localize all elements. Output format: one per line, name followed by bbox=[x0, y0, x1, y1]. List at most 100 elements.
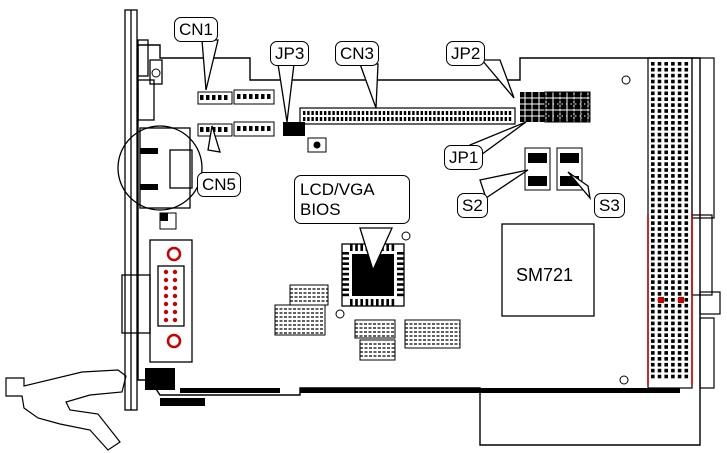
connector-pin bbox=[684, 209, 689, 214]
header-pin bbox=[206, 95, 210, 100]
connector-pin bbox=[684, 244, 689, 249]
mounting-hole bbox=[151, 68, 161, 78]
connector-pin bbox=[664, 250, 668, 255]
connector-pin bbox=[651, 168, 655, 172]
callout-jp3: JP3 bbox=[270, 41, 310, 66]
connector-pin bbox=[664, 292, 668, 296]
cn3-pin bbox=[424, 117, 428, 121]
bios-pin bbox=[397, 267, 404, 271]
header-pin bbox=[267, 126, 271, 131]
bios-pin bbox=[360, 244, 363, 251]
cn3-header bbox=[299, 107, 516, 125]
connector-pin bbox=[677, 185, 682, 190]
connector-pin bbox=[651, 357, 655, 361]
cn3-pin bbox=[303, 117, 306, 121]
cn3-pin bbox=[353, 111, 356, 115]
connector-pin bbox=[651, 292, 655, 296]
cn3-pin bbox=[492, 117, 495, 121]
cn3-pin bbox=[433, 111, 436, 115]
cn3-pin bbox=[311, 117, 314, 121]
connector-pin bbox=[671, 197, 675, 202]
connector-pin bbox=[651, 73, 655, 78]
connector-pin bbox=[657, 162, 662, 166]
bios-pin bbox=[355, 244, 358, 251]
connector-pin bbox=[671, 357, 675, 361]
connector-pin bbox=[684, 233, 689, 237]
connector-pin bbox=[684, 292, 689, 296]
connector-pin bbox=[677, 91, 682, 96]
connector-pin bbox=[671, 374, 675, 379]
connector-pin bbox=[684, 268, 689, 273]
connector-pin bbox=[684, 132, 689, 137]
connector-pin bbox=[657, 239, 662, 243]
connector-pin bbox=[651, 109, 655, 113]
connector-pin bbox=[664, 174, 668, 178]
connector-pin bbox=[657, 280, 662, 284]
connector-pin bbox=[671, 292, 675, 296]
connector-pin bbox=[684, 185, 689, 190]
connector-pin bbox=[677, 368, 682, 373]
cn3-pin bbox=[382, 117, 386, 121]
cn3-pin bbox=[412, 111, 415, 115]
header-pin bbox=[255, 94, 259, 99]
bios-pin bbox=[381, 299, 384, 306]
connector-pin bbox=[651, 185, 655, 190]
cn3-pin bbox=[441, 117, 444, 121]
connector-pin bbox=[657, 85, 662, 90]
connector-pin bbox=[671, 174, 675, 178]
jumper-table bbox=[274, 304, 326, 336]
cn3-pin bbox=[361, 117, 365, 121]
connector-pin bbox=[651, 339, 655, 343]
bios-pin bbox=[370, 299, 374, 306]
connector-pin bbox=[664, 203, 668, 208]
cn3-pin bbox=[403, 117, 407, 121]
connector-pin bbox=[671, 97, 675, 101]
connector-pin bbox=[671, 327, 675, 332]
cn3-pin bbox=[349, 111, 352, 115]
connector-pin bbox=[671, 368, 675, 373]
connector-pin bbox=[657, 362, 662, 367]
header-pin bbox=[206, 127, 210, 132]
connector-pin bbox=[651, 244, 655, 249]
connector-pin bbox=[651, 121, 655, 125]
connector-pin bbox=[671, 309, 675, 314]
header-pin bbox=[249, 94, 253, 99]
cn3-pin bbox=[487, 117, 491, 121]
connector-pin bbox=[651, 374, 655, 379]
connector-pin bbox=[684, 91, 689, 96]
connector-pin bbox=[657, 351, 662, 355]
connector-pin bbox=[677, 362, 682, 367]
header-pin bbox=[212, 95, 216, 100]
cn3-pin bbox=[462, 117, 465, 121]
connector-pin bbox=[677, 115, 682, 119]
connector-pin bbox=[677, 286, 682, 290]
cn3-pin bbox=[496, 117, 499, 121]
connector-pin bbox=[657, 374, 662, 379]
vga-pin bbox=[163, 277, 169, 283]
small-component bbox=[160, 213, 168, 221]
connector-pin bbox=[671, 321, 675, 326]
bios-pin bbox=[360, 299, 363, 306]
bios-pin bbox=[342, 262, 349, 265]
connector-pin bbox=[684, 362, 689, 367]
connector-pin bbox=[651, 150, 655, 155]
connector-pin bbox=[684, 79, 689, 84]
connector-pin bbox=[664, 333, 668, 337]
cn3-pin bbox=[324, 117, 327, 121]
cn3-pin bbox=[429, 111, 432, 115]
bios-pin bbox=[397, 288, 404, 291]
cn3-pin bbox=[387, 111, 390, 115]
cn3-pin bbox=[382, 111, 386, 115]
connector-pin bbox=[671, 274, 675, 278]
cn3-pin bbox=[324, 111, 327, 115]
connector-pin bbox=[657, 156, 662, 160]
connector-pin bbox=[677, 374, 682, 379]
cn3-pin bbox=[395, 117, 398, 121]
connector-pin bbox=[677, 345, 682, 349]
cn3-pin bbox=[504, 111, 507, 115]
connector-pin bbox=[664, 215, 668, 219]
connector-pin bbox=[684, 138, 689, 143]
connector-pin bbox=[677, 180, 682, 184]
connector-pin bbox=[657, 203, 662, 208]
connector-pin bbox=[664, 180, 668, 184]
